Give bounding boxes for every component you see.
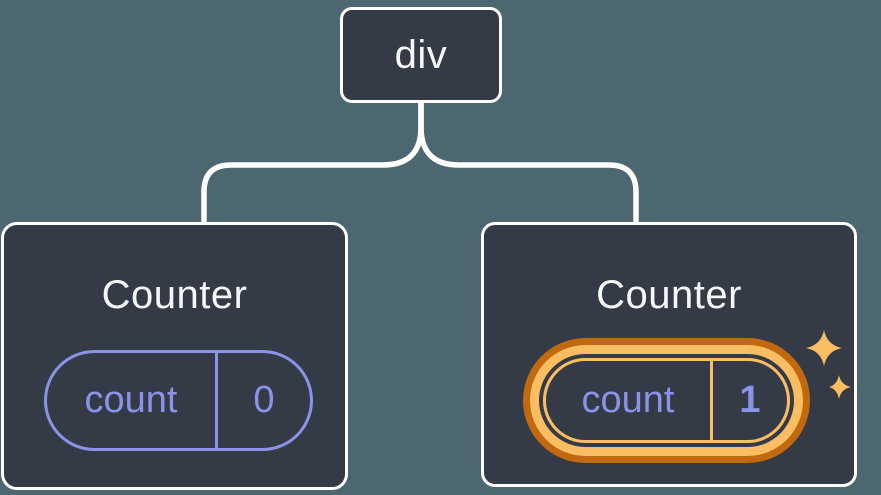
sparkles-icon [806,330,851,399]
connector-left-branch [201,103,424,223]
counter-card-left: Counter count 0 [1,222,348,490]
counter-title: Counter [596,273,742,317]
sparkle-large [806,330,842,366]
state-key-label: count [47,353,218,448]
counter-card-right: Counter count 1 [481,222,857,487]
state-pill-highlighted: count 1 [543,358,790,443]
root-node-label: div [394,33,448,77]
connector-right-branch [418,103,639,223]
state-key-label: count [546,361,713,440]
sparkle-small [829,375,851,399]
state-pill: count 0 [44,350,313,451]
counter-title: Counter [101,273,248,317]
state-value-label: 1 [739,379,761,421]
state-value-label: 0 [253,379,275,421]
root-node-div: div [340,7,502,103]
